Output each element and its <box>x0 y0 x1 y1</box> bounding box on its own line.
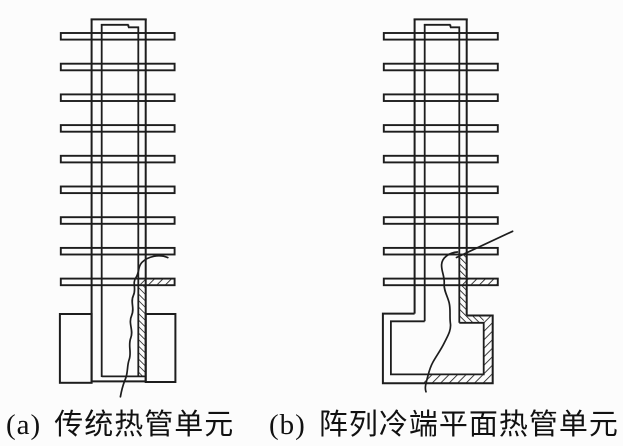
fin <box>59 124 176 133</box>
fin <box>382 246 499 256</box>
fin <box>382 154 499 164</box>
leader-line-wavy-a <box>119 255 169 398</box>
fin <box>59 216 176 225</box>
caption-b-label: (b) <box>269 409 306 441</box>
fin-hatch-b <box>460 279 497 285</box>
fin-stack-a <box>59 32 176 287</box>
panel-b-diagram <box>381 18 514 393</box>
fin <box>382 93 499 102</box>
neck-wall-hatch-upper-b <box>459 255 467 279</box>
base-inner-contour-b <box>390 320 485 376</box>
evaporator-block-a <box>144 313 177 383</box>
fin <box>382 185 499 195</box>
fin <box>59 185 176 195</box>
inner-top-cap-b <box>423 23 460 29</box>
caption-a-label: (a) <box>6 409 42 441</box>
heat-pipe-figure <box>58 18 514 398</box>
caption-a-text: 传统热管单元 <box>54 409 235 441</box>
base-outer-contour-b <box>381 312 494 385</box>
shoulder-wall-hatch-b <box>459 315 484 323</box>
pipe-wall-hatch-a <box>138 285 146 377</box>
planar-base-b <box>381 312 494 385</box>
bottom-wall-hatch-b <box>424 374 493 384</box>
base-side-block-a <box>58 313 93 384</box>
fin <box>382 277 499 287</box>
neck-wall-hatch-lower-b <box>459 285 467 316</box>
fin <box>59 32 176 41</box>
fin <box>59 246 176 256</box>
fin-hatch-a <box>138 279 175 285</box>
fin <box>382 216 499 225</box>
caption-b: (b) 阵列冷端平面热管单元 <box>269 401 619 443</box>
inner-top-cap-a <box>100 23 139 29</box>
right-wall-hatch-b <box>483 315 493 375</box>
caption-b-text: 阵列冷端平面热管单元 <box>318 409 619 441</box>
heat-pipe-tube-a <box>90 18 147 383</box>
heat-pipe-tube-b <box>413 18 468 323</box>
caption-a: (a) 传统热管单元 <box>6 401 234 443</box>
fin <box>382 62 499 72</box>
fin <box>59 154 176 164</box>
fin <box>59 277 176 287</box>
fin <box>59 62 176 72</box>
fin-stack-b <box>382 32 499 287</box>
fin <box>382 124 499 133</box>
leader-line-wavy-b <box>424 251 459 393</box>
leader-line-straight-b <box>455 230 514 259</box>
fin <box>59 93 176 102</box>
fin <box>382 32 499 41</box>
panel-a-diagram <box>58 18 177 398</box>
